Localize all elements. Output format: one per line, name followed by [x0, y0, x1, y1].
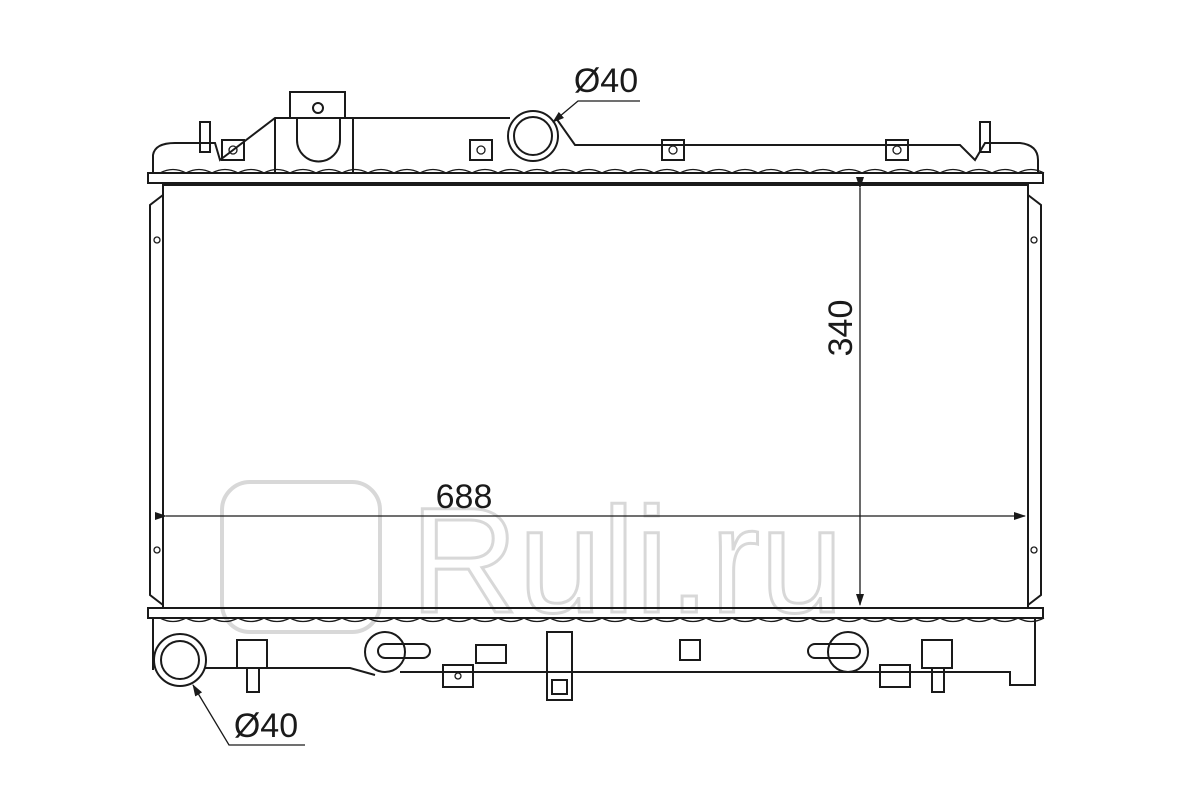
mounting-tab: [469, 139, 493, 161]
dimension-height: 340: [822, 177, 864, 606]
filler-neck: [296, 118, 341, 163]
drain-plug-icon: [364, 631, 406, 673]
bottom-outlet-pipe: [153, 633, 207, 687]
mounting-tab: [661, 139, 685, 161]
bolt-hole-icon: [668, 145, 678, 155]
watermark-logo-icon: [220, 480, 382, 634]
height-dimension-label: 340: [822, 300, 860, 357]
dimension-bottom-outlet: Ø40: [192, 684, 305, 746]
dimension-top-outlet: Ø40: [552, 62, 640, 123]
tank-crimp: [159, 617, 1045, 623]
bottom-tank: [147, 607, 1045, 701]
dimension-width: 688: [155, 478, 1026, 520]
bolt-hole-icon: [476, 145, 486, 155]
drain-plug-icon-right: [827, 631, 869, 673]
mounting-tab: [885, 139, 909, 161]
mounting-tab: [221, 139, 245, 161]
bolt-hole-icon: [228, 145, 238, 155]
bottom-outlet-dimension-label: Ø40: [234, 707, 298, 745]
radiator-cap-icon: [289, 91, 346, 119]
top-outlet-pipe: [507, 110, 559, 162]
bolt-hole-icon: [892, 145, 902, 155]
tank-crimp: [159, 168, 1045, 174]
top-tank: [147, 91, 1045, 184]
top-outlet-dimension-label: Ø40: [574, 62, 638, 100]
width-dimension-label: 688: [436, 478, 493, 516]
